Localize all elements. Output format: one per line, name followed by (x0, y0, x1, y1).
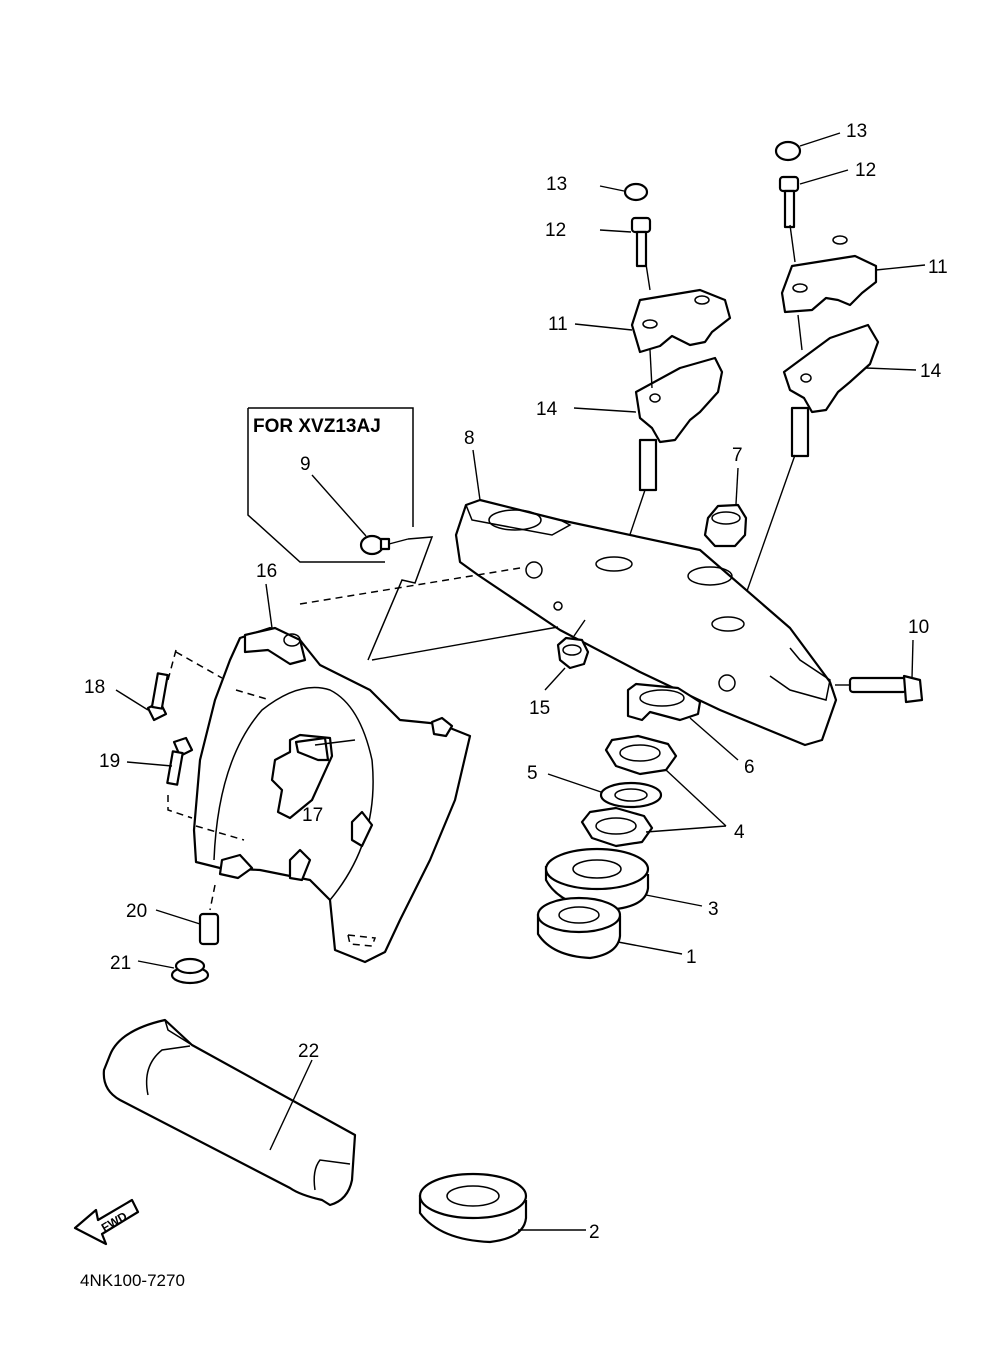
callout-17: 17 (302, 805, 323, 826)
part-10-bolt (848, 674, 924, 704)
part-11-clamp-right (780, 235, 878, 314)
inset-label: FOR XVZ13AJ (253, 416, 381, 437)
inset-box: FOR XVZ13AJ (247, 407, 414, 563)
part-code: 4NK100-7270 (80, 1271, 185, 1290)
part-14-holder-left (634, 356, 724, 492)
callout-12-left: 12 (545, 220, 566, 241)
callout-20: 20 (126, 901, 147, 922)
part-12-bolt-right (778, 175, 800, 229)
part-21-grommet (170, 957, 210, 985)
part-12-bolt-left (630, 216, 652, 268)
part-9-screw (359, 534, 391, 556)
part-5-washer (599, 781, 663, 809)
callout-2: 2 (589, 1222, 600, 1243)
fwd-arrow-icon: FWD (73, 1198, 140, 1246)
part-14-holder-right (782, 323, 880, 458)
part-13-cap-left (623, 182, 649, 202)
part-11-clamp-left (630, 288, 732, 354)
callout-14-left: 14 (536, 399, 558, 420)
part-18-bolt (146, 672, 169, 722)
part-15-nut (556, 636, 590, 670)
part-4-ring-nut-lower (580, 806, 654, 848)
callout-1: 1 (686, 947, 697, 968)
part-2-lower-bearing (418, 1172, 528, 1244)
part-20-collar (198, 912, 220, 946)
callout-9: 9 (300, 454, 311, 475)
callout-11-right: 11 (928, 257, 948, 278)
callout-22: 22 (298, 1041, 319, 1062)
part-8-upper-bracket (454, 498, 838, 747)
part-13-cap-right (774, 140, 802, 162)
callout-10: 10 (908, 617, 929, 638)
callout-14-right: 14 (920, 361, 942, 382)
part-19-bolt (166, 736, 194, 786)
callout-13-left: 13 (546, 174, 567, 195)
callout-11-left: 11 (548, 314, 568, 335)
callout-16: 16 (256, 561, 277, 582)
callout-3: 3 (708, 899, 719, 920)
part-6-washer (626, 682, 702, 722)
callout-8: 8 (464, 428, 475, 449)
callout-5: 5 (527, 763, 538, 784)
part-16-cover (192, 626, 472, 964)
callout-7: 7 (732, 445, 743, 466)
callout-18: 18 (84, 677, 105, 698)
part-4-ring-nut-upper (604, 734, 678, 776)
part-7-stem-nut (703, 503, 748, 548)
part-1-bearing (536, 896, 622, 960)
callout-4: 4 (734, 822, 745, 843)
callout-13-right: 13 (846, 121, 867, 142)
callout-12-right: 12 (855, 160, 876, 181)
callout-15: 15 (529, 698, 550, 719)
part-22-cover-sheet (102, 1018, 357, 1207)
callout-21: 21 (110, 953, 131, 974)
callout-19: 19 (99, 751, 120, 772)
callout-6: 6 (744, 757, 755, 778)
